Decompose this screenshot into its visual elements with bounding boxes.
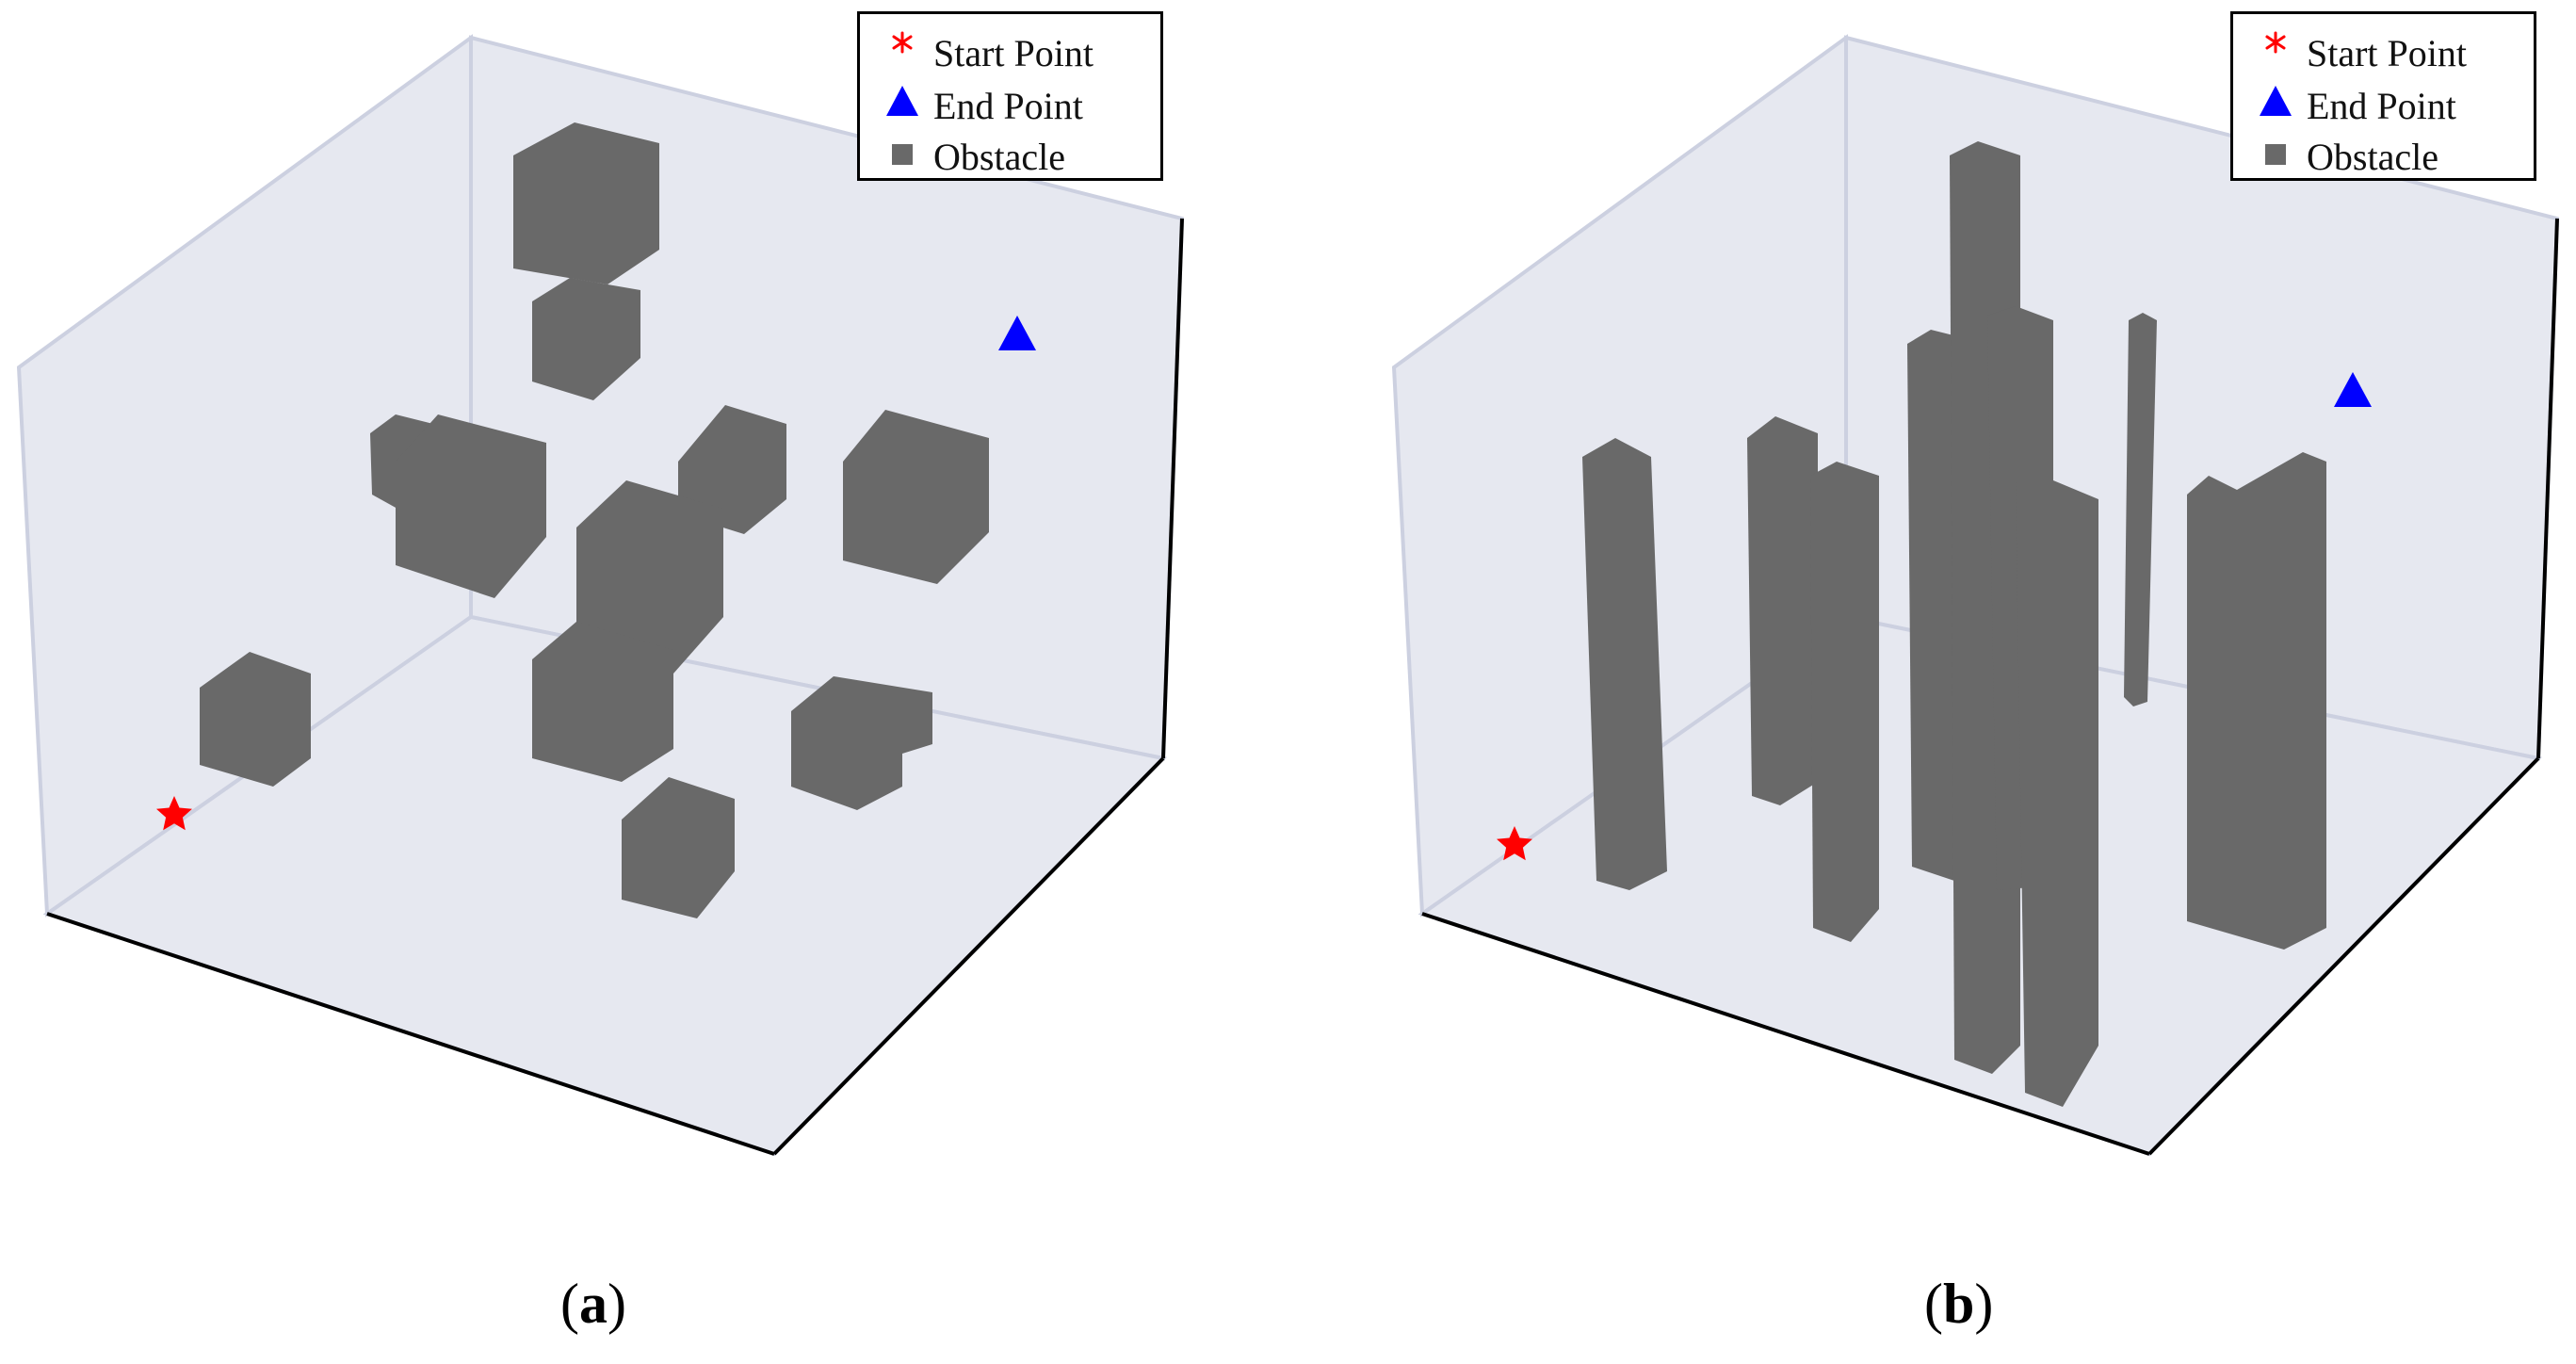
- obstacle: [622, 777, 735, 918]
- obstacle: [200, 652, 311, 787]
- y-axis: [2147, 756, 2540, 1156]
- triangle-icon: [2260, 86, 2292, 116]
- square-icon: [2265, 144, 2286, 165]
- scene-b: [1391, 34, 2560, 1157]
- start-marker: [1497, 826, 1532, 861]
- obstacle: [576, 480, 723, 674]
- legend-label: Obstacle: [2307, 136, 2438, 178]
- obstacles: [1582, 141, 2326, 1107]
- legend-label: End Point: [933, 85, 1083, 127]
- x-axis: [1421, 912, 2150, 1156]
- obstacle: [1582, 438, 1667, 890]
- end-marker: [998, 316, 1036, 350]
- obstacle: [791, 676, 932, 810]
- legend-label: Obstacle: [933, 136, 1065, 178]
- obstacle: [396, 414, 546, 598]
- obstacle: [2187, 452, 2326, 950]
- start-marker: [156, 796, 192, 831]
- obstacle: [843, 410, 989, 584]
- legend-label: Start Point: [2307, 32, 2468, 74]
- panel-a: Start Point End Point Obstacle (a): [16, 11, 1185, 1335]
- legend-item-end: End Point: [860, 76, 1160, 129]
- z-axis: [1161, 218, 1184, 759]
- legend-item-start: Start Point: [2233, 24, 2534, 76]
- legend-b: Start Point End Point Obstacle: [2230, 11, 2536, 181]
- legend-item-obstacle: Obstacle: [2233, 127, 2534, 180]
- obstacle: [513, 122, 659, 284]
- caption-letter: a: [578, 1273, 608, 1335]
- legend-label: End Point: [2307, 85, 2456, 127]
- obstacle: [532, 278, 640, 400]
- obstacle: [532, 622, 673, 782]
- obstacle: [2124, 313, 2157, 706]
- square-icon: [892, 144, 913, 165]
- caption-a: (a): [560, 1273, 626, 1335]
- legend-item-start: Start Point: [860, 24, 1160, 76]
- obstacle: [1747, 416, 1818, 805]
- legend-a: Start Point End Point Obstacle: [857, 11, 1163, 181]
- panel-b: Start Point End Point Obstacle (b): [1375, 0, 2576, 1364]
- caption-b: (b): [1924, 1273, 1994, 1335]
- scene-a: [16, 34, 1185, 1157]
- caption-letter: b: [1942, 1273, 1975, 1335]
- triangle-icon: [886, 86, 918, 116]
- obstacle: [2016, 480, 2098, 1107]
- legend-label: Start Point: [933, 32, 1094, 74]
- x-axis: [46, 912, 775, 1156]
- obstacles: [200, 122, 989, 918]
- end-marker: [2334, 372, 2372, 407]
- z-axis: [2536, 218, 2559, 759]
- legend-item-obstacle: Obstacle: [860, 127, 1160, 180]
- y-axis: [772, 756, 1165, 1156]
- obstacle: [1810, 462, 1879, 942]
- asterisk-icon: [2265, 31, 2286, 54]
- obstacle: [678, 405, 786, 534]
- legend-item-end: End Point: [2233, 76, 2534, 129]
- asterisk-icon: [892, 31, 913, 54]
